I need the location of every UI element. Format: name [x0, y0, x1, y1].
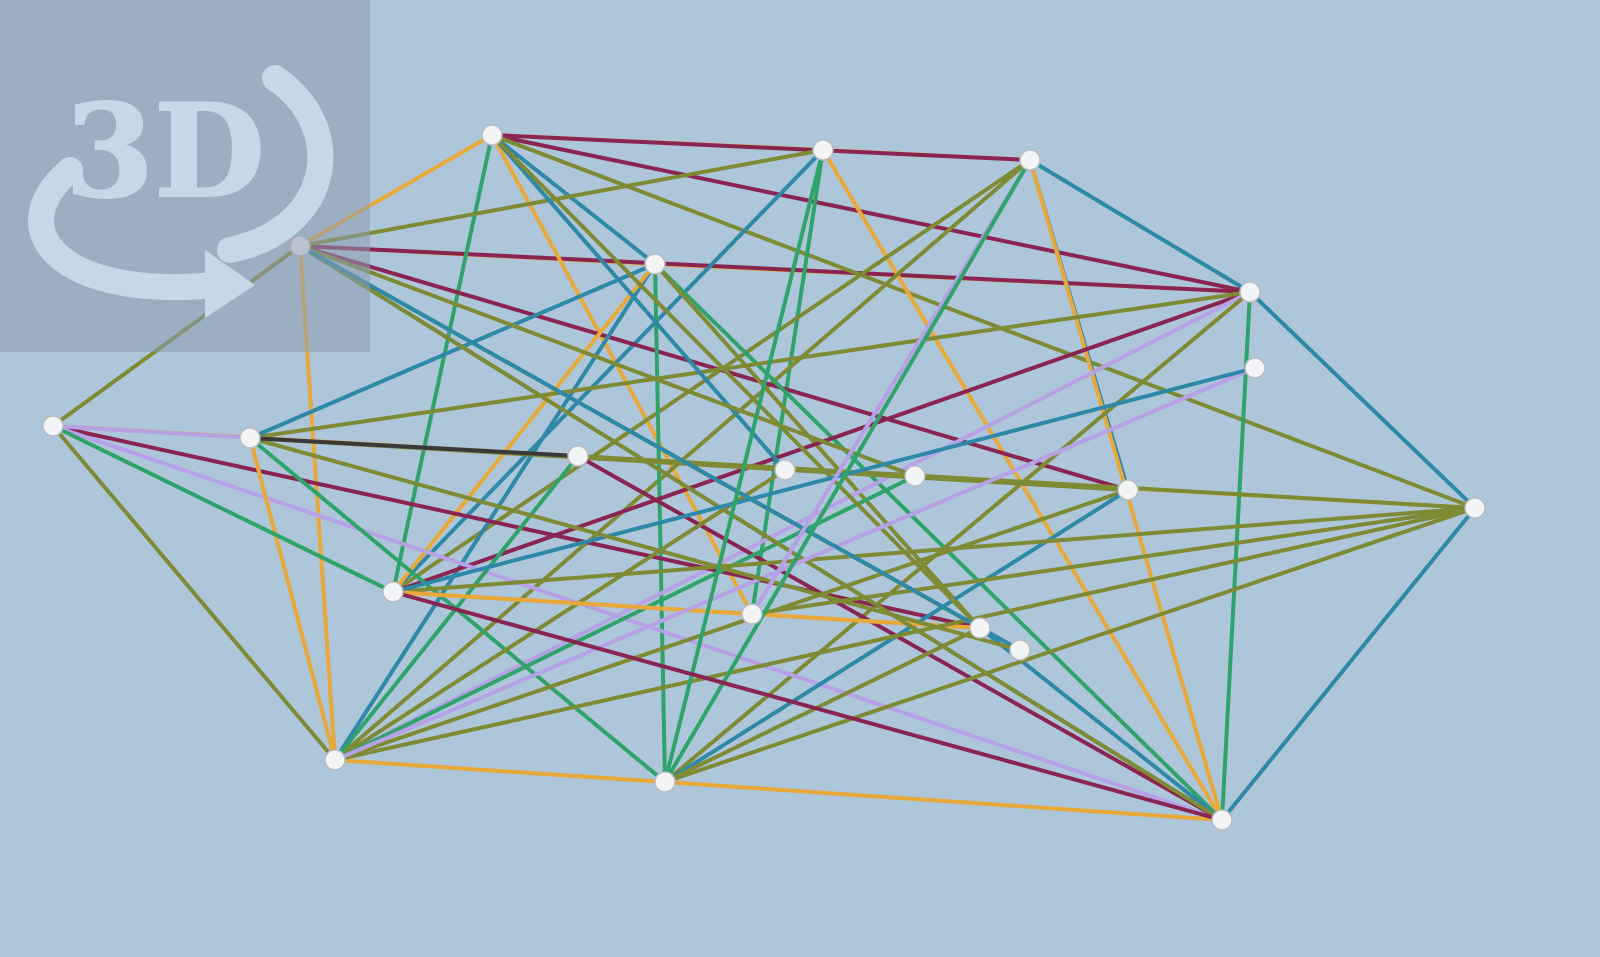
vertex-node: [1464, 497, 1486, 519]
edge: [333, 488, 1130, 762]
vertex-node: [1009, 639, 1031, 661]
rotate-badge-label: 3D: [65, 77, 265, 227]
vertex-node: [1244, 357, 1266, 379]
edge: [298, 244, 1252, 294]
edge: [663, 158, 1032, 784]
edge: [298, 244, 1224, 822]
vertex-node: [481, 124, 503, 146]
edge: [333, 290, 1252, 762]
edge: [576, 454, 1477, 510]
rotate-3d-icon: 3D: [28, 65, 334, 318]
edge: [1220, 290, 1252, 822]
rotate-3d-button[interactable]: 3D: [0, 0, 370, 352]
vertex-node: [741, 603, 763, 625]
edge: [333, 758, 667, 784]
edge: [490, 133, 1032, 162]
edge: [298, 244, 917, 478]
edge: [663, 780, 1224, 822]
edge: [248, 436, 1022, 652]
edge: [248, 436, 337, 762]
edge: [490, 133, 1477, 510]
edge: [663, 626, 982, 784]
vertex-node: [1239, 281, 1261, 303]
edge: [248, 436, 580, 458]
edge: [653, 262, 982, 630]
edge: [653, 262, 1224, 822]
vertex-node: [969, 617, 991, 639]
edge: [391, 366, 1257, 594]
edge: [333, 506, 1477, 762]
vertex-node: [1019, 149, 1041, 171]
edge: [663, 290, 1252, 784]
vertex-node: [382, 581, 404, 603]
edge: [663, 506, 1477, 784]
vertex-node: [1211, 809, 1233, 831]
edge: [490, 133, 787, 472]
edge: [391, 590, 1224, 822]
edge: [298, 244, 1022, 652]
vertex-node: [904, 465, 926, 487]
vertex-node: [567, 445, 589, 467]
edge: [248, 290, 1252, 440]
edge: [490, 133, 982, 630]
edge: [750, 506, 1477, 616]
edge: [333, 468, 787, 762]
edge: [51, 424, 1224, 822]
edge: [663, 148, 825, 784]
edge: [391, 158, 1032, 594]
vertex-node: [774, 459, 796, 481]
edge: [391, 262, 657, 594]
vertex-node: [239, 427, 261, 449]
edge: [391, 506, 1477, 594]
edge: [1028, 158, 1252, 294]
vertex-node: [324, 749, 346, 771]
edge: [490, 133, 657, 266]
vertex-node: [42, 415, 64, 437]
vertex-node: [654, 771, 676, 793]
edge: [51, 424, 395, 594]
edge: [1248, 290, 1477, 510]
edge: [298, 148, 825, 248]
edge: [333, 262, 657, 762]
edge: [391, 590, 754, 616]
vertex-node: [1117, 479, 1139, 501]
edge: [51, 424, 337, 762]
edge: [391, 148, 825, 594]
vertex-node: [644, 253, 666, 275]
vertex-node: [812, 139, 834, 161]
edge: [248, 262, 657, 440]
edge: [1220, 506, 1477, 822]
edge: [298, 244, 1130, 492]
edge: [490, 133, 754, 616]
edge: [490, 133, 1252, 294]
edge: [391, 133, 494, 594]
